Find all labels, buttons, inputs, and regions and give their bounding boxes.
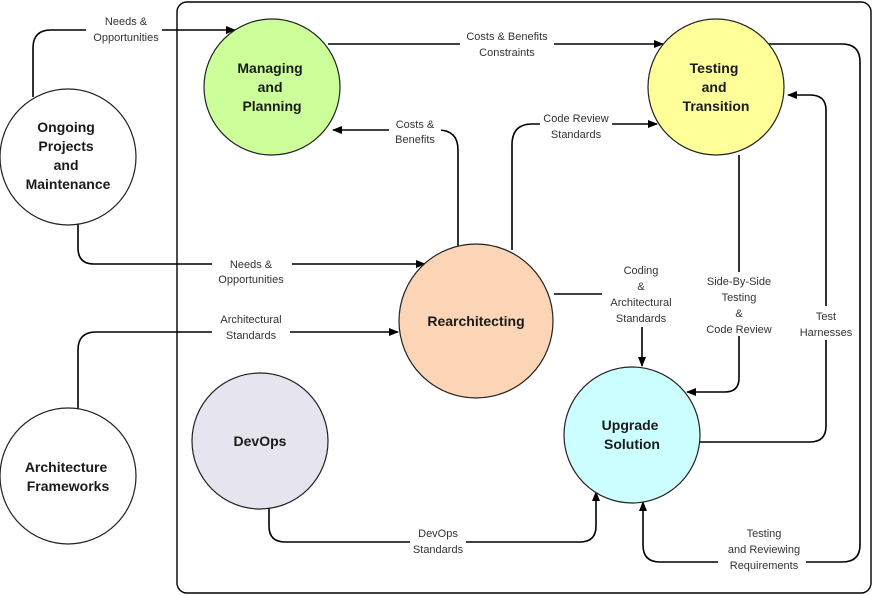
node-label-testing: Testing and Transition: [683, 60, 750, 114]
system-boundary: [176, 1, 872, 594]
node-devops: DevOps: [191, 372, 329, 510]
edge-label-needs-top: Needs &Opportunities: [86, 11, 162, 45]
node-label-rearch: Rearchitecting: [427, 313, 524, 329]
edge-label-needs-mid: Needs &Opportunities: [212, 256, 292, 288]
edge-side-by-side: [686, 155, 740, 396]
edge-needs-top: [32, 26, 236, 97]
node-arch: Architecture Frameworks: [0, 407, 137, 545]
node-upgrade: Upgrade Solution: [563, 366, 701, 504]
node-rearch: Rearchitecting: [398, 243, 554, 399]
edge-label-costs-benefits: Costs &Benefits: [389, 116, 441, 148]
svg-text:Costs &Benefits: Costs &Benefits: [395, 119, 435, 146]
svg-text:Needs &Opportunities: Needs &Opportunities: [93, 16, 159, 44]
edge-testing-reviewing: [639, 43, 861, 563]
node-managing: Managing and Planning: [203, 18, 341, 156]
edge-needs-mid: [77, 222, 426, 268]
node-label-upgrade: Upgrade Solution: [602, 417, 663, 452]
edge-code-review: [511, 120, 658, 250]
node-label-devops: DevOps: [234, 433, 287, 449]
node-label-arch: Architecture Frameworks: [25, 459, 111, 494]
node-label-ongoing: Ongoing Projects and Maintenance: [26, 119, 111, 192]
svg-text:Needs &Opportunities: Needs &Opportunities: [218, 259, 284, 286]
edge-harnesses: [700, 91, 827, 443]
node-ongoing: Ongoing Projects and Maintenance: [0, 88, 137, 226]
node-label-managing: Managing and Planning: [237, 60, 306, 114]
node-testing: Testing and Transition: [647, 18, 785, 156]
edge-arch-standards: [77, 328, 399, 410]
